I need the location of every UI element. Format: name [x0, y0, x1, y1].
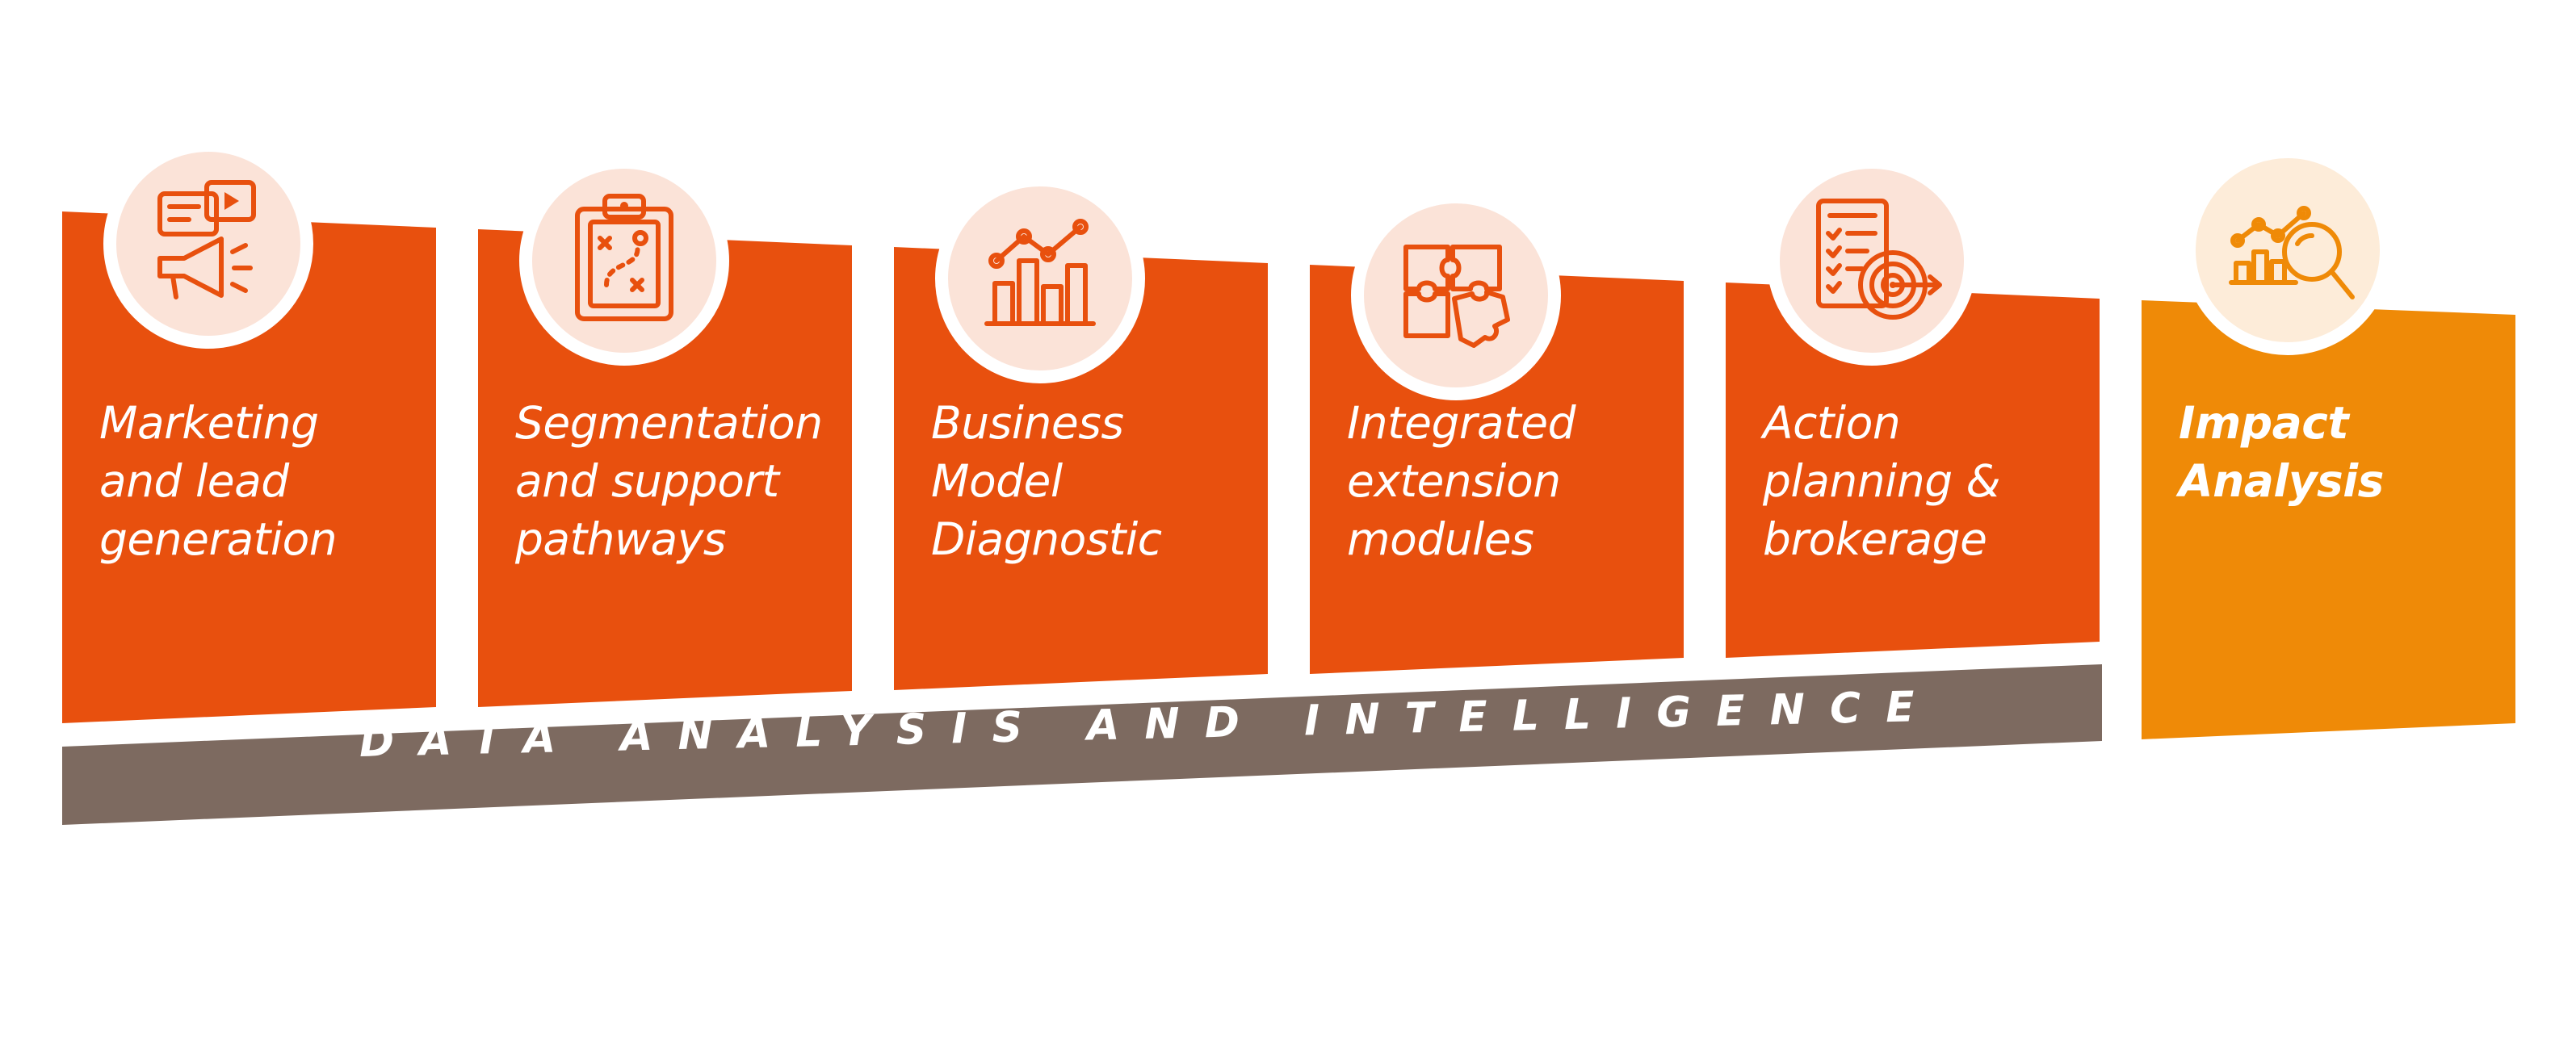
- icon-circle-2: [519, 156, 729, 366]
- icon-circle-6: [2183, 145, 2393, 355]
- icon-circle-3: [935, 174, 1145, 383]
- stage-panel-6: [2142, 300, 2515, 739]
- stage-label-6: Impact Analysis: [2179, 397, 2384, 507]
- puzzle-pieces-icon: [1403, 245, 1510, 348]
- data-analysis-band: [62, 664, 2102, 825]
- bar-chart-trend-icon: [984, 219, 1096, 326]
- stage-panel-1: [62, 211, 436, 723]
- stage-label-3: Business Model Diagnostic: [931, 397, 1162, 565]
- chart-magnifier-icon: [2229, 206, 2355, 299]
- stage-label-4: Integrated extension modules: [1347, 397, 1576, 565]
- stage-label-1: Marketing and lead generation: [99, 397, 338, 565]
- icon-circle-4: [1351, 190, 1561, 400]
- stage-label-5: Action planning & brokerage: [1763, 397, 2001, 565]
- checklist-target-icon: [1816, 199, 1942, 320]
- stage-panel-5: [1726, 283, 2100, 658]
- stage-label-2: Segmentation and support pathways: [515, 397, 823, 565]
- clipboard-pathway-icon: [575, 194, 673, 321]
- megaphone-chat-icon: [157, 180, 256, 299]
